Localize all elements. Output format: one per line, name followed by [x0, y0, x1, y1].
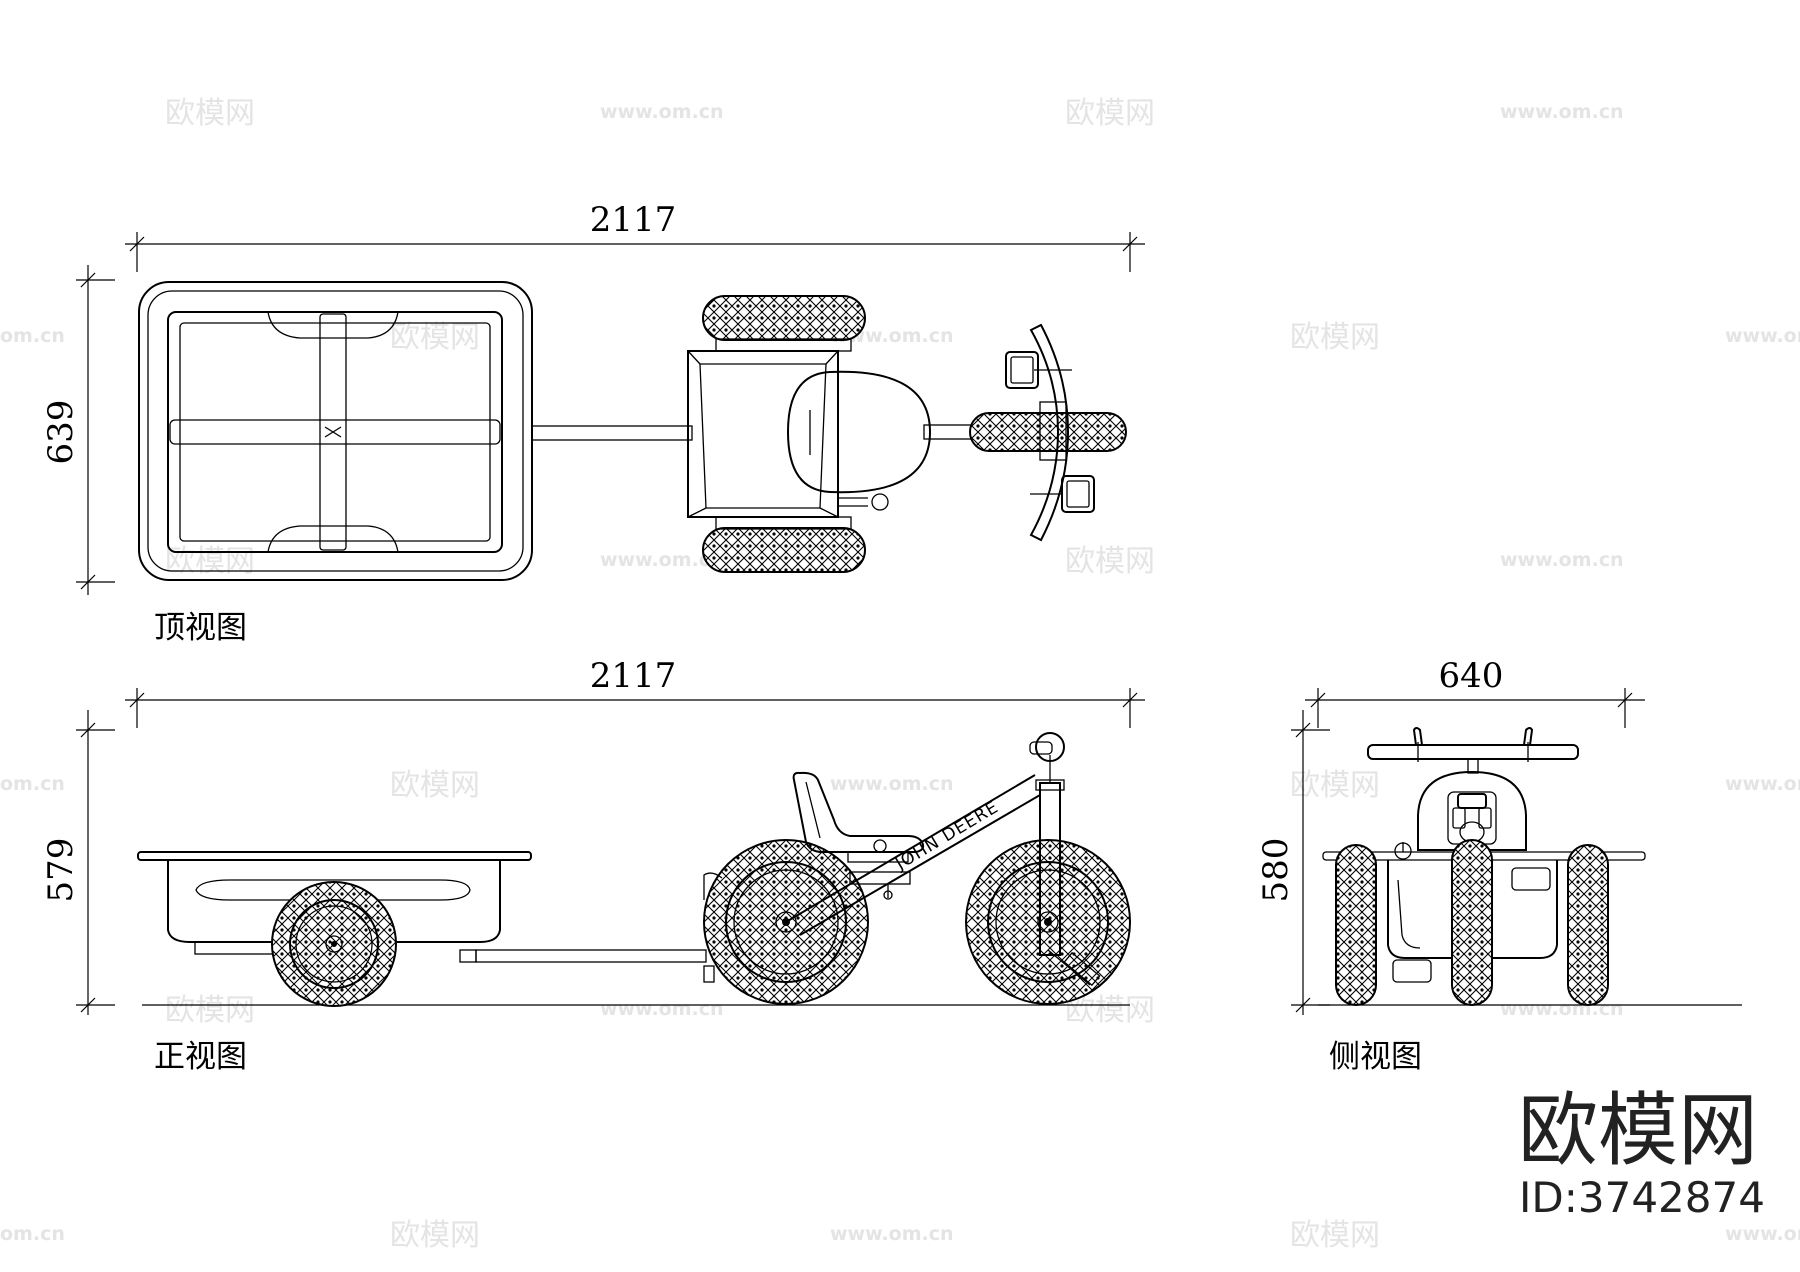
watermark-url: www.om.cn [1500, 101, 1624, 123]
seat-top [786, 370, 932, 494]
top-view: 2117 639 [41, 200, 1145, 595]
side-height-label: 580 [1256, 838, 1296, 903]
watermark-brand: 欧模网 [165, 993, 255, 1028]
watermark-brand: 欧模网 [1065, 544, 1155, 579]
handlebar-side [1367, 727, 1579, 774]
pedal-icon [1392, 959, 1432, 983]
brand-badge: 欧模网 ID:3742874 [1518, 1084, 1765, 1222]
front-wheel-top [969, 412, 1127, 452]
watermark-url: www.om.cn [600, 101, 724, 123]
watermark-url: www.om.cn [1725, 773, 1800, 795]
top-width-dimension: 639 [41, 265, 115, 595]
watermark-url: www.om.cn [1500, 549, 1624, 571]
rear-left-wheel-top [702, 295, 866, 341]
watermark-url: om.cn [0, 1223, 65, 1245]
watermark-brand: 欧模网 [1290, 768, 1380, 803]
watermark-url: www.om.cn [1725, 325, 1800, 347]
watermark-url: www.om.cn [600, 549, 724, 571]
tricycle-frame-top [687, 338, 889, 530]
side-height-dimension: 580 [1256, 710, 1330, 1015]
watermark-url: www.om.cn [1500, 998, 1624, 1020]
rear-right-wheel-top [702, 527, 866, 573]
seat-front [792, 771, 925, 863]
side-width-dimension: 640 [1305, 656, 1645, 728]
top-length-label: 2117 [590, 200, 677, 240]
watermark-url: www.om.cn [830, 1223, 954, 1245]
trailer-front [137, 851, 715, 983]
watermark-url: www.om.cn [600, 998, 724, 1020]
front-view: 2117 579 [41, 656, 1145, 1015]
front-wheel-side [1451, 839, 1493, 1006]
top-length-dimension: 2117 [125, 200, 1145, 272]
watermark-brand: 欧模网 [390, 1218, 480, 1253]
front-height-label: 579 [41, 838, 81, 903]
top-view-caption: 顶视图 [154, 610, 247, 646]
watermark-brand: 欧模网 [165, 544, 255, 579]
pedal-icon [1511, 867, 1551, 891]
top-width-label: 639 [41, 400, 81, 465]
badge-brand: 欧模网 [1518, 1084, 1758, 1177]
watermark-brand: 欧模网 [1290, 1218, 1380, 1253]
badge-id: ID:3742874 [1519, 1173, 1765, 1222]
side-width-label: 640 [1439, 656, 1504, 696]
watermark-url: om.cn [0, 325, 65, 347]
front-view-caption: 正视图 [154, 1039, 247, 1075]
watermark-brand: 欧模网 [390, 320, 480, 355]
watermark-brand: 欧模网 [390, 768, 480, 803]
front-assembly-top [969, 323, 1127, 542]
watermark-url: om.cn [0, 773, 65, 795]
steering-column-front [1029, 732, 1101, 987]
watermark-brand: 欧模网 [1065, 96, 1155, 131]
watermark-url: www.om.cn [830, 773, 954, 795]
front-length-dimension: 2117 [125, 656, 1145, 728]
watermark-brand: 欧模网 [1290, 320, 1380, 355]
left-wheel-side [1335, 844, 1377, 1006]
watermark-url: www.om.cn [1725, 1223, 1800, 1245]
front-length-label: 2117 [590, 656, 677, 696]
watermark-brand: 欧模网 [1065, 993, 1155, 1028]
watermark-layer: 欧模网 www.om.cn 欧模网 www.om.cn om.cn 欧模网 ww… [0, 96, 1800, 1253]
watermark-brand: 欧模网 [165, 96, 255, 131]
towbar-top [531, 424, 975, 441]
trailer-wheel-front [271, 881, 397, 1007]
right-wheel-side [1567, 844, 1609, 1006]
seat-back-side [1417, 770, 1527, 851]
front-height-dimension: 579 [41, 710, 115, 1015]
side-view: 640 580 [1256, 656, 1742, 1015]
trailer-top [138, 281, 533, 581]
side-view-caption: 侧视图 [1329, 1039, 1422, 1075]
front-wheel-front [965, 839, 1131, 1005]
